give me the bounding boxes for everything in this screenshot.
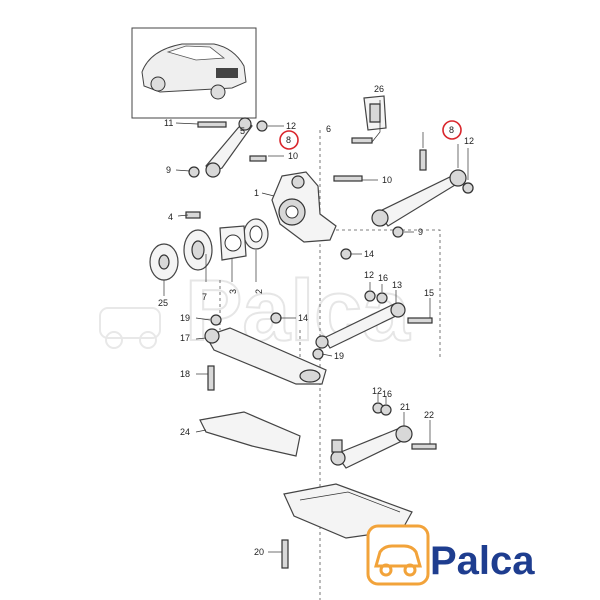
toe-link	[315, 302, 406, 349]
callout-4: 4	[168, 212, 173, 222]
callout-19-right: 19	[334, 351, 344, 361]
callout-5: 5	[240, 126, 245, 136]
callout-2: 2	[254, 289, 264, 294]
highlight-circle-right	[442, 120, 462, 140]
callout-21: 21	[400, 402, 410, 412]
callout-12-middle: 12	[364, 270, 374, 280]
palca-logo: Palca	[366, 524, 535, 586]
backing-plate	[219, 225, 247, 261]
callout-26: 26	[374, 84, 384, 94]
lower-link	[330, 425, 413, 469]
callout-15: 15	[424, 288, 434, 298]
callout-11: 11	[164, 118, 173, 128]
bolts	[185, 120, 474, 569]
lower-control-arm	[204, 327, 327, 385]
callout-8-right: 8	[449, 125, 454, 135]
callout-16-middle: 16	[378, 273, 388, 283]
hub-flange	[149, 243, 179, 281]
callout-14-upper: 14	[364, 249, 374, 259]
heat-shield	[199, 411, 301, 457]
callout-labels: 1 2 3 4 5 6 7 8 8 9 9 10 10 11 12 12 12 …	[158, 84, 474, 557]
logo-text: Palca	[430, 539, 535, 583]
callout-12-lower: 12	[372, 386, 382, 396]
callout-22: 22	[424, 410, 434, 420]
callout-10-left: 10	[288, 151, 298, 161]
callout-6: 6	[326, 124, 331, 134]
upper-control-arm-left	[205, 117, 253, 178]
leader-lines	[163, 100, 469, 553]
callout-24: 24	[180, 427, 190, 437]
car-icon	[374, 544, 422, 568]
vehicle-thumbnail	[131, 27, 257, 119]
callout-14-lower: 14	[298, 313, 308, 323]
callout-25: 25	[158, 298, 168, 308]
mount-bracket	[363, 95, 387, 131]
highlight-marks	[279, 120, 462, 150]
callout-13: 13	[392, 280, 402, 290]
callout-9-left: 9	[166, 165, 171, 175]
wheel-carrier	[271, 171, 337, 243]
upper-control-arm-right	[371, 169, 474, 227]
callout-10-right: 10	[382, 175, 392, 185]
callout-12-upper-right: 12	[464, 136, 474, 146]
callout-7: 7	[202, 292, 207, 302]
callout-18: 18	[180, 369, 190, 379]
callout-19-left: 19	[180, 313, 190, 323]
callout-16-lower: 16	[382, 389, 392, 399]
callout-1: 1	[254, 188, 259, 198]
callout-8-left: 8	[286, 135, 291, 145]
callout-20: 20	[254, 547, 264, 557]
callout-3: 3	[228, 289, 238, 294]
callout-17: 17	[180, 333, 190, 343]
wheel-hub	[183, 229, 213, 271]
highlight-circle-left	[279, 130, 299, 150]
callout-12-upper-left: 12	[286, 121, 296, 131]
wheel-bearing	[243, 218, 269, 250]
callout-9-right: 9	[418, 227, 423, 237]
